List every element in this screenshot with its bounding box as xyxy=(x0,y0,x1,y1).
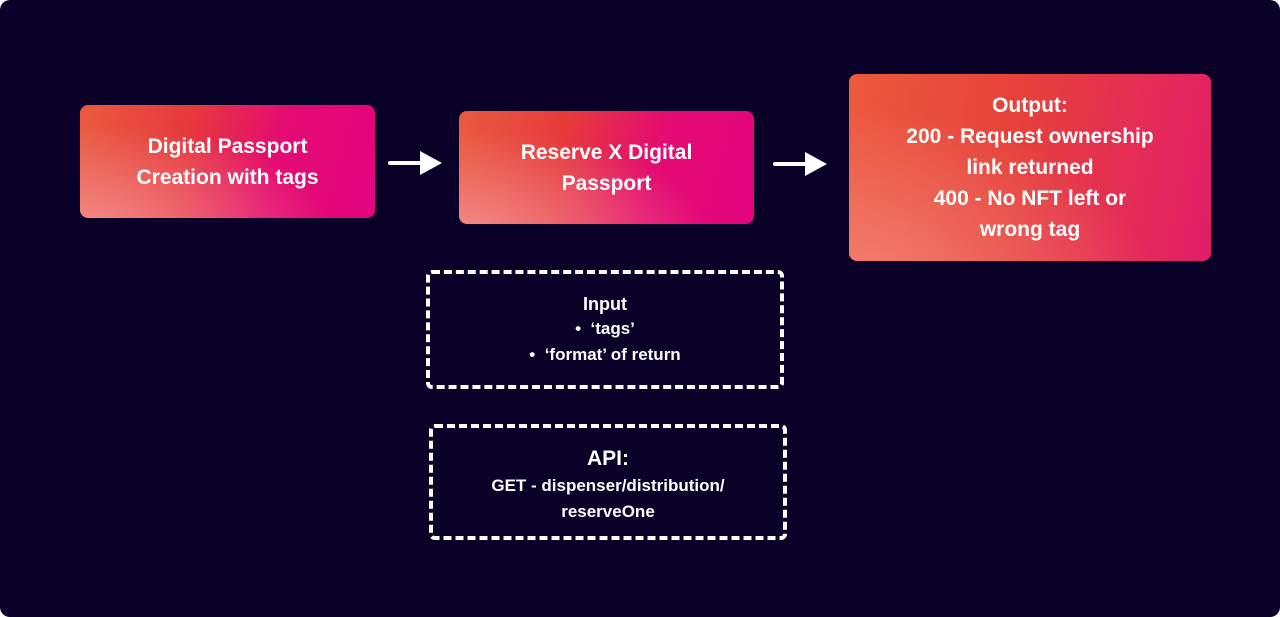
arrow-right-icon xyxy=(773,152,827,176)
output-line: 200 - Request ownership xyxy=(906,125,1154,148)
output-line: wrong tag xyxy=(979,218,1081,241)
input-bullet: • ‘format’ of return xyxy=(529,345,681,364)
api-title: API: xyxy=(587,447,629,470)
step-label-line: Reserve X Digital xyxy=(520,140,693,164)
bullet-icon: • xyxy=(575,319,582,338)
input-box: Input • ‘tags’ • ‘format’ of return xyxy=(426,270,784,389)
output-line: 400 - No NFT left or xyxy=(933,187,1127,210)
api-endpoint-line: GET - dispenser/distribution/ xyxy=(491,476,725,495)
step-digital-passport-creation: Digital Passport Creation with tags xyxy=(80,105,375,218)
input-bullet: • ‘tags’ xyxy=(575,319,635,338)
api-endpoint-line: reserveOne xyxy=(561,502,655,521)
arrow-right-icon xyxy=(388,151,442,175)
bullet-icon: • xyxy=(529,345,536,364)
input-title: Input xyxy=(583,294,627,314)
output-title: Output: xyxy=(992,94,1068,117)
output-line: link returned xyxy=(966,156,1094,179)
step-label-line: Digital Passport xyxy=(147,134,308,158)
step-output: Output: 200 - Request ownership link ret… xyxy=(849,74,1211,261)
step-label-line: Creation with tags xyxy=(136,165,319,189)
step-label-line: Passport xyxy=(561,171,652,195)
step-reserve-digital-passport: Reserve X Digital Passport xyxy=(459,111,754,224)
api-box: API: GET - dispenser/distribution/ reser… xyxy=(429,424,787,540)
